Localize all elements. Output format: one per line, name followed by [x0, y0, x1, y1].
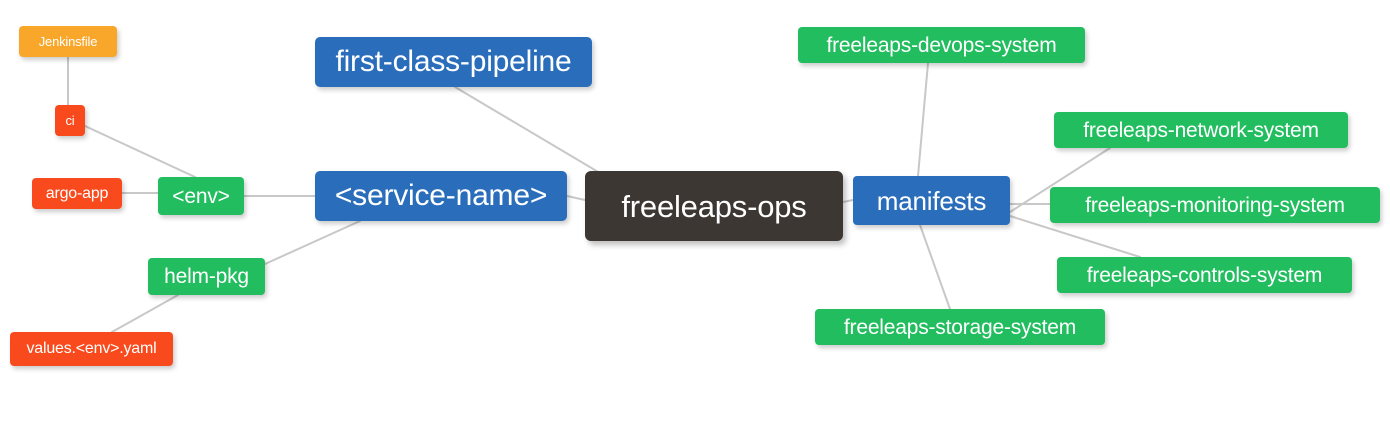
edge-service-to-helm [264, 220, 361, 265]
edge-root-to-manifests [842, 199, 854, 203]
mindmap-node-controls[interactable]: freeleaps-controls-system [1057, 257, 1352, 293]
mindmap-node-ci[interactable]: ci [55, 105, 85, 136]
mindmap-node-helm[interactable]: helm-pkg [148, 258, 265, 295]
edge-root-to-service [566, 195, 586, 201]
mindmap-node-pipeline[interactable]: first-class-pipeline [315, 37, 592, 87]
mindmap-node-manifests[interactable]: manifests [853, 176, 1010, 225]
edge-helm-to-values [111, 294, 179, 333]
mindmap-node-network[interactable]: freeleaps-network-system [1054, 112, 1348, 148]
mindmap-node-devops[interactable]: freeleaps-devops-system [798, 27, 1085, 63]
mindmap-node-monitoring[interactable]: freeleaps-monitoring-system [1050, 187, 1380, 223]
edge-root-to-pipeline [454, 86, 606, 177]
mindmap-node-jenkinsfile[interactable]: Jenkinsfile [19, 26, 117, 57]
mindmap-node-argo[interactable]: argo-app [32, 178, 122, 209]
edge-env-to-ci [84, 125, 196, 178]
mindmap-node-env[interactable]: <env> [158, 177, 244, 215]
edge-manifests-to-storage [919, 224, 951, 310]
mindmap-node-root[interactable]: freeleaps-ops [585, 171, 843, 241]
mindmap-node-storage[interactable]: freeleaps-storage-system [815, 309, 1105, 345]
mindmap-node-service[interactable]: <service-name> [315, 171, 567, 221]
edge-manifests-to-devops [917, 62, 929, 177]
mindmap-node-values[interactable]: values.<env>.yaml [10, 332, 173, 366]
